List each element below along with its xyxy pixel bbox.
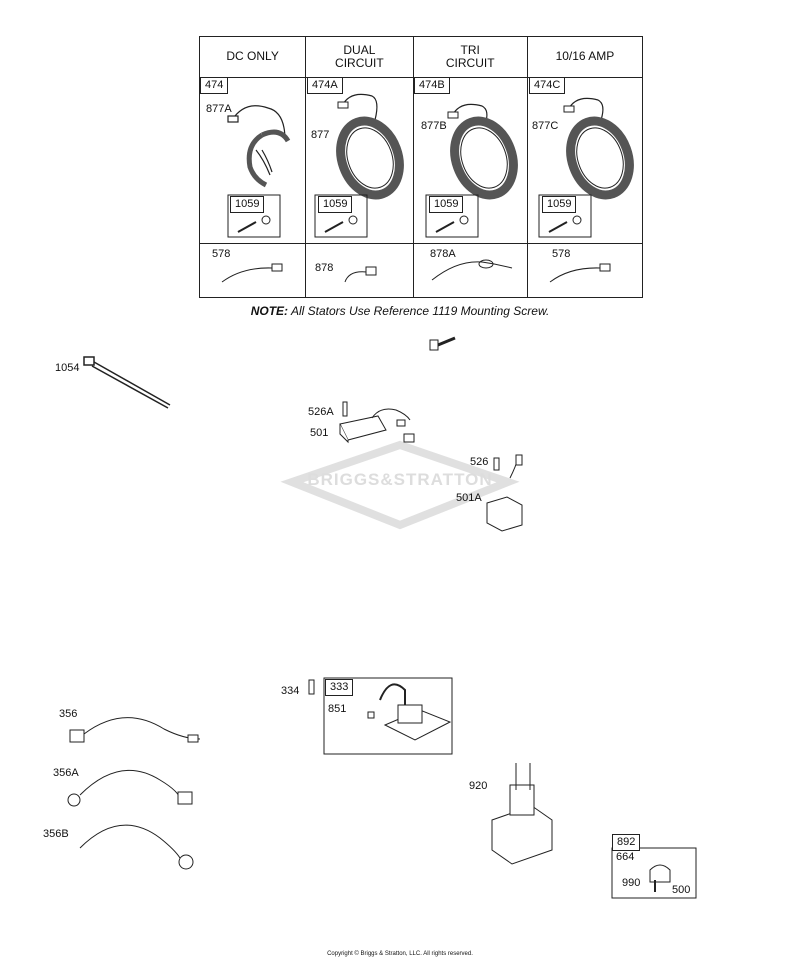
header-text: DUAL <box>343 43 376 57</box>
screw-kit-label-3: 1059 <box>429 196 464 213</box>
part-label-356B: 356B <box>43 828 69 840</box>
kit-label-474C: 474C <box>529 77 566 94</box>
part-label-500: 500 <box>672 884 691 896</box>
part-label-877C: 877C <box>532 120 559 132</box>
part-label-1054: 1054 <box>55 362 80 374</box>
header-text: 10/16 AMP <box>555 49 615 63</box>
part-label-877A: 877A <box>206 103 232 115</box>
part-label-578b: 578 <box>552 248 571 260</box>
part-label-356A: 356A <box>53 767 79 779</box>
screw-kit-label-2: 1059 <box>318 196 353 213</box>
harness-cell-578b <box>526 243 644 298</box>
harness-cell-878 <box>305 243 414 298</box>
header-text-2: CIRCUIT <box>335 56 384 70</box>
copyright-footer: Copyright © Briggs & Stratton, LLC. All … <box>327 951 473 957</box>
harness-cell-578 <box>198 243 307 298</box>
watermark-logo: BRIGGS&STRATTON <box>307 470 493 489</box>
part-label-501A: 501A <box>456 492 482 504</box>
part-label-501: 501 <box>310 427 329 439</box>
part-label-877B: 877B <box>421 120 447 132</box>
header-text-2: CIRCUIT <box>445 56 495 70</box>
part-label-878A: 878A <box>430 248 456 260</box>
stator-cell-474 <box>198 77 307 244</box>
kit-label-892: 892 <box>612 834 641 851</box>
kit-label-333: 333 <box>325 679 354 696</box>
screw-kit-label-4: 1059 <box>542 196 577 213</box>
harness-cell-878A <box>412 243 528 298</box>
mounting-screw-note: NOTE: All Stators Use Reference 1119 Mou… <box>0 304 800 318</box>
part-label-334: 334 <box>281 685 300 697</box>
note-prefix: NOTE: <box>250 304 289 318</box>
part-label-851: 851 <box>328 703 347 715</box>
part-label-990: 990 <box>622 877 641 889</box>
kit-label-474: 474 <box>200 77 229 94</box>
part-label-878: 878 <box>315 262 334 274</box>
part-label-578: 578 <box>212 248 231 260</box>
part-label-664: 664 <box>616 851 635 863</box>
part-label-526A: 526A <box>308 406 334 418</box>
note-text: All Stators Use Reference 1119 Mounting … <box>290 304 550 318</box>
part-label-356: 356 <box>59 708 78 720</box>
kit-label-474B: 474B <box>414 77 450 94</box>
header-10-16-amp: 10/16 AMP <box>526 36 644 78</box>
header-text: DC ONLY <box>226 49 279 63</box>
kit-label-474A: 474A <box>307 77 343 94</box>
screw-kit-label-1: 1059 <box>230 196 265 213</box>
part-label-526: 526 <box>470 456 489 468</box>
header-text: TRI <box>460 43 480 57</box>
part-label-877: 877 <box>311 129 330 141</box>
header-dc-only: DC ONLY <box>198 36 307 78</box>
part-label-920: 920 <box>469 780 488 792</box>
